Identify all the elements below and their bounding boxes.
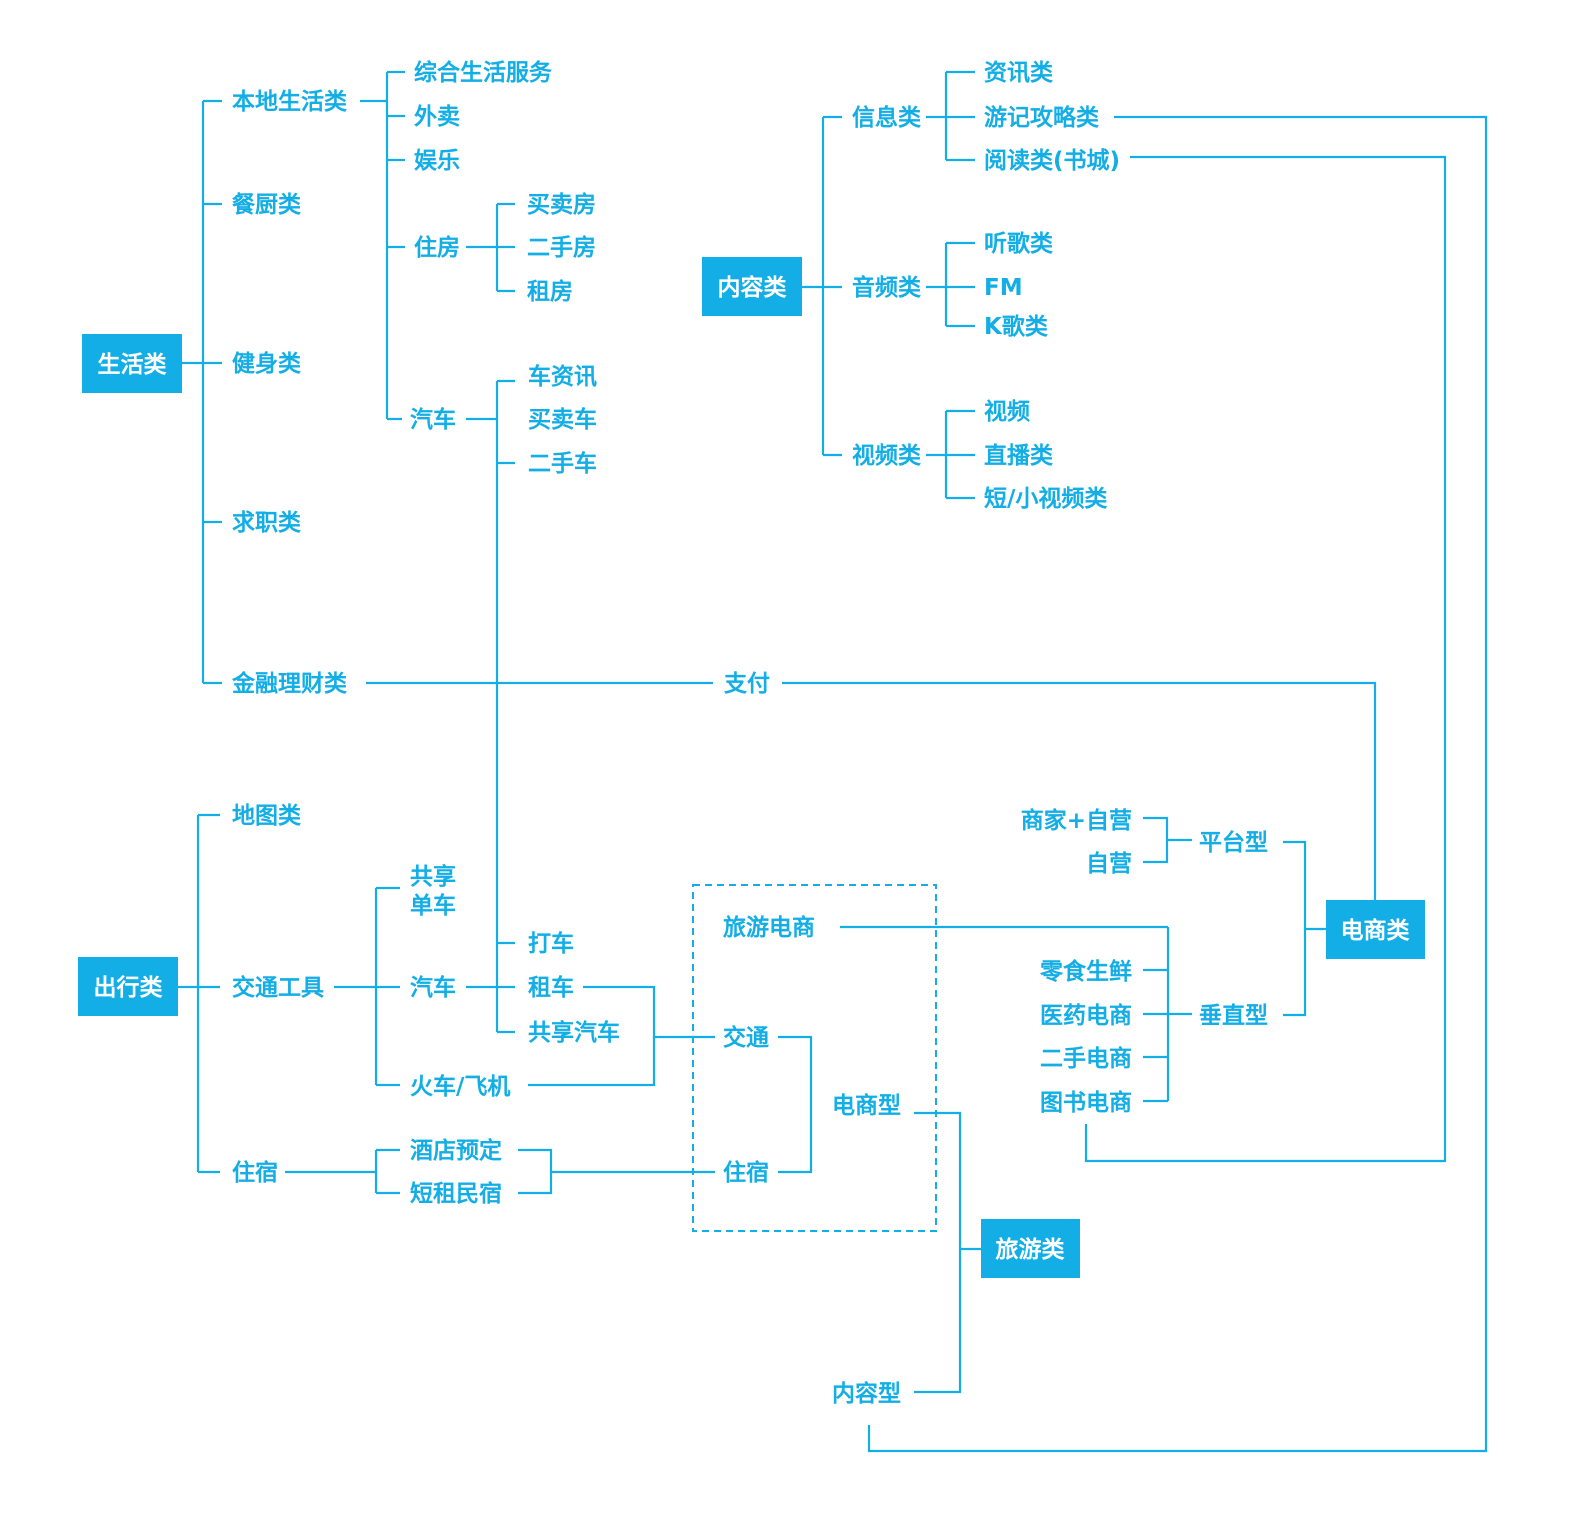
node-audio-item: K歌类: [984, 313, 1048, 340]
node-video-item: 短/小视频类: [984, 485, 1107, 512]
node-fitness: 健身类: [232, 350, 301, 377]
node-platform-item: 商家+自营: [1021, 807, 1132, 834]
travel-out-branch: 地图类 交通工具 住宿 共享 单车 汽车 火车/飞机 打车 租车 共享汽车 酒店…: [232, 803, 620, 1207]
node-lodging-item: 酒店预定: [410, 1137, 502, 1164]
node-shared-bike-line2: 单车: [410, 892, 456, 919]
node-lodging: 住宿: [232, 1159, 278, 1186]
node-lodging-item: 短租民宿: [410, 1180, 502, 1207]
node-housing-item: 买卖房: [527, 191, 596, 218]
tourism-branch: 旅游电商 交通 住宿 电商型 内容型: [723, 914, 901, 1407]
node-kitchen: 餐厨类: [232, 192, 301, 218]
node-travel-car: 汽车: [410, 974, 456, 1001]
category-tourism: 旅游类: [996, 1236, 1065, 1263]
node-map: 地图类: [232, 803, 301, 829]
node-video-item: 直播类: [984, 442, 1053, 469]
life-branch: 本地生活类 餐厨类 健身类 求职类 金融理财类 综合生活服务 外卖 娱乐 住房 …: [231, 59, 770, 697]
category-boxes: 生活类 内容类 出行类 电商类 旅游类: [78, 257, 1425, 1278]
node-car-item: 买卖车: [528, 406, 597, 433]
node-vertical-item: 医药电商: [1040, 1002, 1132, 1029]
node-vertical: 垂直型: [1199, 1002, 1268, 1029]
node-platform-item: 自营: [1086, 850, 1132, 877]
node-finance: 金融理财类: [231, 670, 347, 697]
node-local-item: 娱乐: [414, 148, 460, 174]
category-content: 内容类: [718, 274, 787, 301]
node-video: 视频类: [852, 442, 921, 469]
node-housing: 住房: [414, 234, 460, 261]
node-local-life: 本地生活类: [232, 89, 347, 115]
node-tourism-lodging: 住宿: [723, 1159, 769, 1186]
node-vertical-item: 图书电商: [1040, 1089, 1132, 1116]
node-travel-car-item: 租车: [528, 974, 574, 1001]
node-info-item: 阅读类(书城): [984, 147, 1120, 174]
node-vertical-item: 二手电商: [1040, 1045, 1132, 1072]
node-local-item: 外卖: [414, 103, 460, 130]
node-car-item: 二手车: [528, 450, 597, 477]
node-video-item: 视频: [984, 398, 1030, 425]
category-life: 生活类: [98, 352, 167, 378]
box-ecommerce: [1326, 900, 1425, 959]
node-payment: 支付: [723, 671, 770, 697]
node-car-item: 车资讯: [528, 363, 597, 390]
node-travel-car-item: 共享汽车: [528, 1019, 620, 1046]
node-audio: 音频类: [852, 274, 921, 301]
box-content: [702, 257, 802, 316]
node-info-item: 资讯类: [984, 60, 1053, 86]
node-tourism-traffic: 交通: [723, 1024, 769, 1051]
node-vertical-item: 零食生鲜: [1039, 958, 1132, 985]
node-shared-bike-line1: 共享: [410, 863, 456, 890]
ecommerce-branch: 商家+自营 自营 平台型 零食生鲜 医药电商 二手电商 图书电商 垂直型: [1021, 807, 1268, 1116]
box-travel-out: [78, 957, 178, 1016]
content-branch: 信息类 音频类 视频类 资讯类 游记攻略类 阅读类(书城) 听歌类 FM K歌类…: [852, 60, 1120, 512]
box-tourism: [981, 1219, 1080, 1278]
node-info-item: 游记攻略类: [984, 104, 1099, 131]
node-housing-item: 二手房: [527, 234, 596, 261]
node-audio-item: 听歌类: [984, 230, 1053, 257]
node-local-item: 综合生活服务: [414, 59, 553, 86]
node-transport: 交通工具: [232, 974, 324, 1001]
node-audio-item: FM: [984, 275, 1023, 301]
node-ecom-type: 电商型: [832, 1092, 901, 1119]
node-travel-ecom: 旅游电商: [723, 914, 815, 941]
node-info: 信息类: [852, 104, 921, 131]
node-content-type: 内容型: [832, 1380, 901, 1407]
node-platform: 平台型: [1199, 829, 1268, 856]
category-travel-out: 出行类: [94, 974, 163, 1001]
node-train-plane: 火车/飞机: [410, 1073, 510, 1100]
category-ecommerce: 电商类: [1341, 917, 1410, 944]
node-car: 汽车: [410, 406, 456, 433]
node-travel-car-item: 打车: [528, 930, 574, 957]
box-life: [82, 334, 182, 393]
node-housing-item: 租房: [527, 278, 573, 305]
node-job: 求职类: [232, 510, 301, 536]
connector-lines: [177, 70, 1488, 1453]
